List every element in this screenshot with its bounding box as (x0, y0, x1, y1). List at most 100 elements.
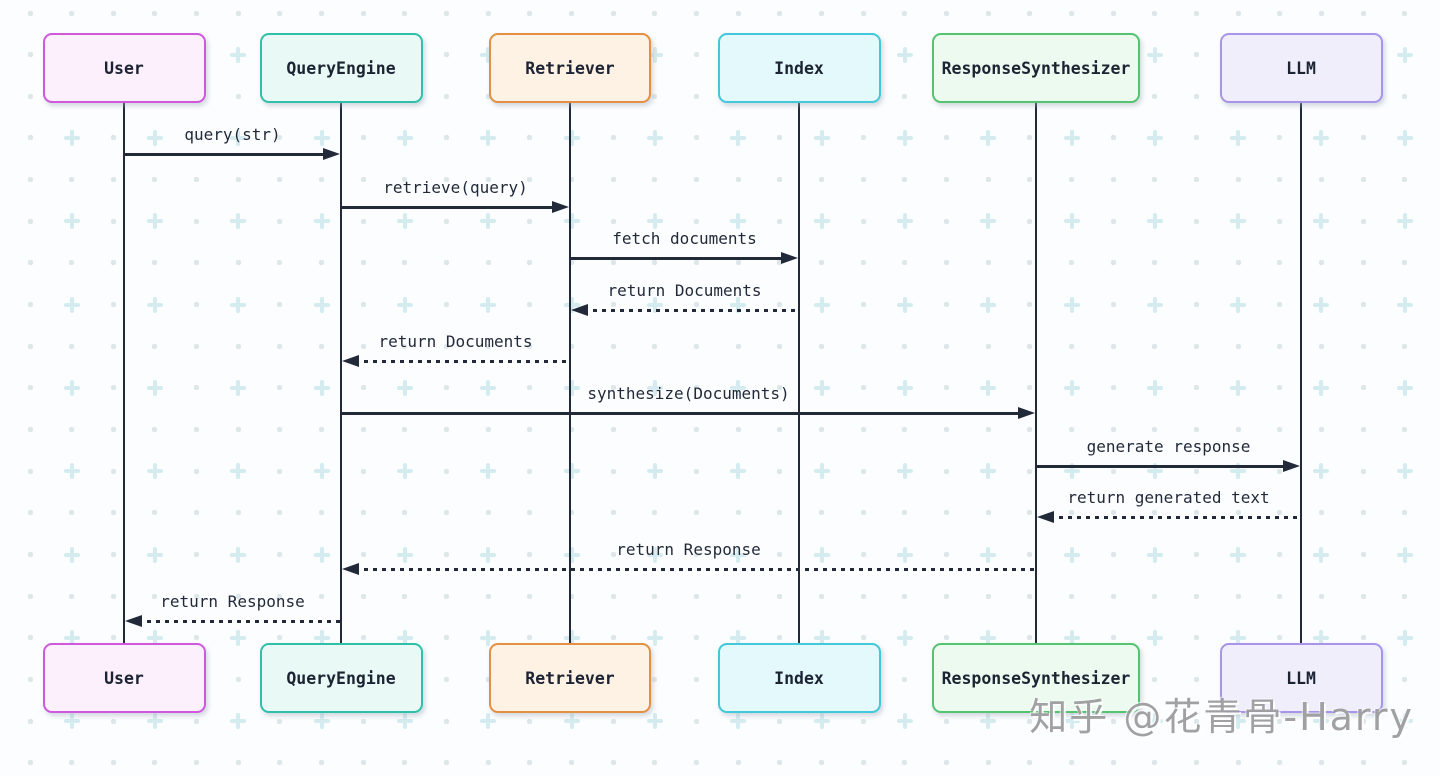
pattern-dot-icon (527, 135, 533, 141)
pattern-plus-icon (646, 629, 663, 646)
pattern-dot-icon (1193, 385, 1199, 391)
pattern-dot-icon (152, 510, 158, 516)
pattern-plus-icon (146, 213, 163, 230)
pattern-dot-icon (360, 177, 366, 183)
pattern-dot-icon (1027, 510, 1033, 516)
pattern-dot-icon (1360, 552, 1366, 558)
pattern-dot-icon (1193, 760, 1199, 766)
pattern-dot-icon (652, 677, 658, 683)
pattern-plus-icon (563, 463, 580, 480)
pattern-dot-icon (527, 635, 533, 641)
message-label: synthesize(Documents) (587, 384, 790, 403)
pattern-dot-icon (152, 760, 158, 766)
pattern-plus-icon (1063, 629, 1080, 646)
pattern-plus-icon (63, 463, 80, 480)
pattern-dot-icon (235, 260, 241, 266)
lifeline-index (798, 103, 800, 644)
pattern-dot-icon (1318, 177, 1324, 183)
pattern-dot-icon (360, 385, 366, 391)
pattern-dot-icon (1318, 343, 1324, 349)
pattern-plus-icon (1313, 629, 1330, 646)
lifeline-retriever (569, 103, 571, 644)
pattern-dot-icon (819, 593, 825, 599)
pattern-plus-icon (146, 379, 163, 396)
pattern-plus-icon (563, 629, 580, 646)
participant-box-index-top: Index (717, 33, 881, 103)
pattern-dot-icon (1027, 635, 1033, 641)
pattern-dot-icon (444, 468, 450, 474)
pattern-plus-icon (896, 463, 913, 480)
pattern-dot-icon (902, 593, 908, 599)
pattern-dot-icon (527, 552, 533, 558)
pattern-dot-icon (1277, 385, 1283, 391)
pattern-dot-icon (1193, 552, 1199, 558)
pattern-dot-icon (985, 760, 991, 766)
pattern-plus-icon (1396, 713, 1413, 730)
pattern-dot-icon (277, 177, 283, 183)
pattern-dot-icon (1069, 260, 1074, 266)
pattern-dot-icon (194, 427, 200, 433)
pattern-plus-icon (646, 129, 663, 146)
pattern-dot-icon (1110, 218, 1116, 224)
pattern-plus-icon (813, 463, 830, 480)
pattern-dot-icon (944, 302, 950, 308)
pattern-dot-icon (527, 343, 533, 349)
pattern-dot-icon (194, 10, 200, 16)
pattern-dot-icon (1027, 343, 1033, 349)
pattern-plus-icon (480, 296, 497, 313)
pattern-dot-icon (402, 343, 408, 349)
pattern-dot-icon (444, 135, 450, 141)
pattern-plus-icon (1313, 379, 1330, 396)
pattern-dot-icon (69, 593, 75, 599)
pattern-dot-icon (1360, 510, 1366, 516)
pattern-dot-icon (1110, 260, 1116, 266)
pattern-dot-icon (1193, 677, 1199, 683)
pattern-dot-icon (1360, 718, 1366, 724)
pattern-plus-icon (1313, 129, 1330, 146)
pattern-dot-icon (569, 593, 575, 599)
pattern-dot-icon (1193, 52, 1199, 58)
pattern-dot-icon (819, 10, 825, 16)
pattern-plus-icon (1396, 46, 1413, 63)
pattern-dot-icon (277, 218, 283, 224)
pattern-dot-icon (1027, 302, 1033, 308)
pattern-dot-icon (527, 385, 533, 391)
pattern-dot-icon (360, 593, 366, 599)
pattern-dot-icon (694, 593, 700, 599)
pattern-dot-icon (819, 343, 825, 349)
pattern-dot-icon (1277, 10, 1283, 16)
pattern-dot-icon (944, 718, 950, 724)
pattern-plus-icon (813, 213, 830, 230)
pattern-dot-icon (777, 135, 783, 141)
pattern-dot-icon (1277, 718, 1283, 724)
pattern-plus-icon (813, 296, 830, 313)
pattern-dot-icon (1152, 593, 1158, 599)
pattern-plus-icon (230, 46, 247, 63)
pattern-plus-icon (980, 296, 997, 313)
pattern-dot-icon (1152, 760, 1158, 766)
pattern-dot-icon (1402, 93, 1408, 99)
pattern-plus-icon (1063, 463, 1080, 480)
pattern-dot-icon (527, 718, 533, 724)
pattern-dot-icon (1152, 260, 1158, 266)
pattern-dot-icon (610, 135, 616, 141)
pattern-dot-icon (1193, 510, 1199, 516)
pattern-dot-icon (1152, 343, 1158, 349)
pattern-dot-icon (735, 177, 741, 183)
pattern-plus-icon (1313, 296, 1330, 313)
pattern-plus-icon (646, 713, 663, 730)
pattern-dot-icon (1110, 343, 1116, 349)
pattern-dot-icon (735, 760, 741, 766)
pattern-plus-icon (63, 629, 80, 646)
pattern-dot-icon (444, 552, 450, 558)
pattern-dot-icon (860, 552, 866, 558)
pattern-dot-icon (1235, 760, 1241, 766)
pattern-plus-icon (813, 629, 830, 646)
pattern-plus-icon (813, 129, 830, 146)
pattern-plus-icon (313, 129, 330, 146)
pattern-plus-icon (896, 296, 913, 313)
pattern-dot-icon (777, 468, 783, 474)
pattern-dot-icon (235, 427, 241, 433)
pattern-dot-icon (27, 343, 33, 349)
message-label: query(str) (184, 125, 281, 144)
